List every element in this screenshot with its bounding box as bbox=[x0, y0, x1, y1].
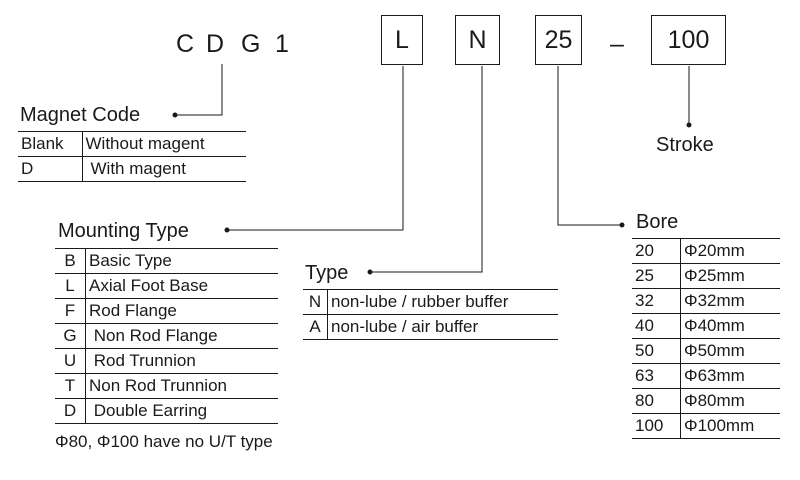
type-code-box: N bbox=[455, 15, 500, 65]
table-row: Blank Without magent bbox=[18, 131, 246, 157]
bore-key: 50 bbox=[632, 338, 681, 364]
table-row: D Double Earring bbox=[55, 398, 278, 424]
magnet-code-table: Blank Without magent D With magent bbox=[18, 131, 246, 182]
bore-value: Φ20mm bbox=[680, 238, 780, 264]
mounting-value: Basic Type bbox=[85, 248, 278, 274]
table-row: D With magent bbox=[18, 156, 246, 182]
bore-value: Φ80mm bbox=[680, 388, 780, 414]
bore-key: 63 bbox=[632, 363, 681, 389]
bore-key: 80 bbox=[632, 388, 681, 414]
bore-code-box: 25 bbox=[535, 15, 582, 65]
mounting-value: Non Rod Flange bbox=[85, 323, 278, 349]
code-char-1: 1 bbox=[275, 30, 289, 58]
bore-value: Φ40mm bbox=[680, 313, 780, 339]
mounting-value: Non Rod Trunnion bbox=[85, 373, 278, 399]
code-dash: – bbox=[610, 30, 624, 58]
mounting-type-note: Φ80, Φ100 have no U/T type bbox=[55, 432, 273, 451]
stroke-title: Stroke bbox=[656, 134, 714, 156]
mounting-value: Double Earring bbox=[85, 398, 278, 424]
bore-key: 32 bbox=[632, 288, 681, 314]
magnet-code-title: Magnet Code bbox=[20, 104, 141, 126]
bore-key: 40 bbox=[632, 313, 681, 339]
mounting-key: T bbox=[55, 373, 86, 399]
bore-key: 20 bbox=[632, 238, 681, 264]
magnet-value: Without magent bbox=[82, 131, 246, 157]
bore-value: Φ32mm bbox=[680, 288, 780, 314]
table-row: U Rod Trunnion bbox=[55, 348, 278, 374]
table-row: G Non Rod Flange bbox=[55, 323, 278, 349]
type-value: non-lube / rubber buffer bbox=[327, 289, 558, 315]
bore-value: Φ100mm bbox=[680, 413, 780, 439]
mounting-type-title: Mounting Type bbox=[58, 220, 189, 242]
mounting-key: B bbox=[55, 248, 86, 274]
mounting-value: Rod Trunnion bbox=[85, 348, 278, 374]
magnet-value: With magent bbox=[82, 156, 246, 182]
bore-value: Φ50mm bbox=[680, 338, 780, 364]
code-char-c: C bbox=[176, 30, 195, 58]
type-title: Type bbox=[305, 262, 349, 284]
type-value: non-lube / air buffer bbox=[327, 314, 558, 340]
stroke-code-box: 100 bbox=[651, 15, 726, 65]
magnet-key: Blank bbox=[18, 131, 83, 157]
mounting-key: L bbox=[55, 273, 86, 299]
code-char-d: D bbox=[206, 30, 225, 58]
mounting-key: F bbox=[55, 298, 86, 324]
mounting-key: U bbox=[55, 348, 86, 374]
mounting-value: Axial Foot Base bbox=[85, 273, 278, 299]
mounting-key: G bbox=[55, 323, 86, 349]
type-key: A bbox=[303, 314, 328, 340]
magnet-key: D bbox=[18, 156, 83, 182]
code-char-g: G bbox=[241, 30, 261, 58]
type-key: N bbox=[303, 289, 328, 315]
mounting-key: D bbox=[55, 398, 86, 424]
bore-title: Bore bbox=[636, 211, 679, 233]
bore-value: Φ25mm bbox=[680, 263, 780, 289]
bore-value: Φ63mm bbox=[680, 363, 780, 389]
mounting-code-box: L bbox=[381, 15, 423, 65]
bore-key: 100 bbox=[632, 413, 681, 439]
mounting-value: Rod Flange bbox=[85, 298, 278, 324]
bore-key: 25 bbox=[632, 263, 681, 289]
